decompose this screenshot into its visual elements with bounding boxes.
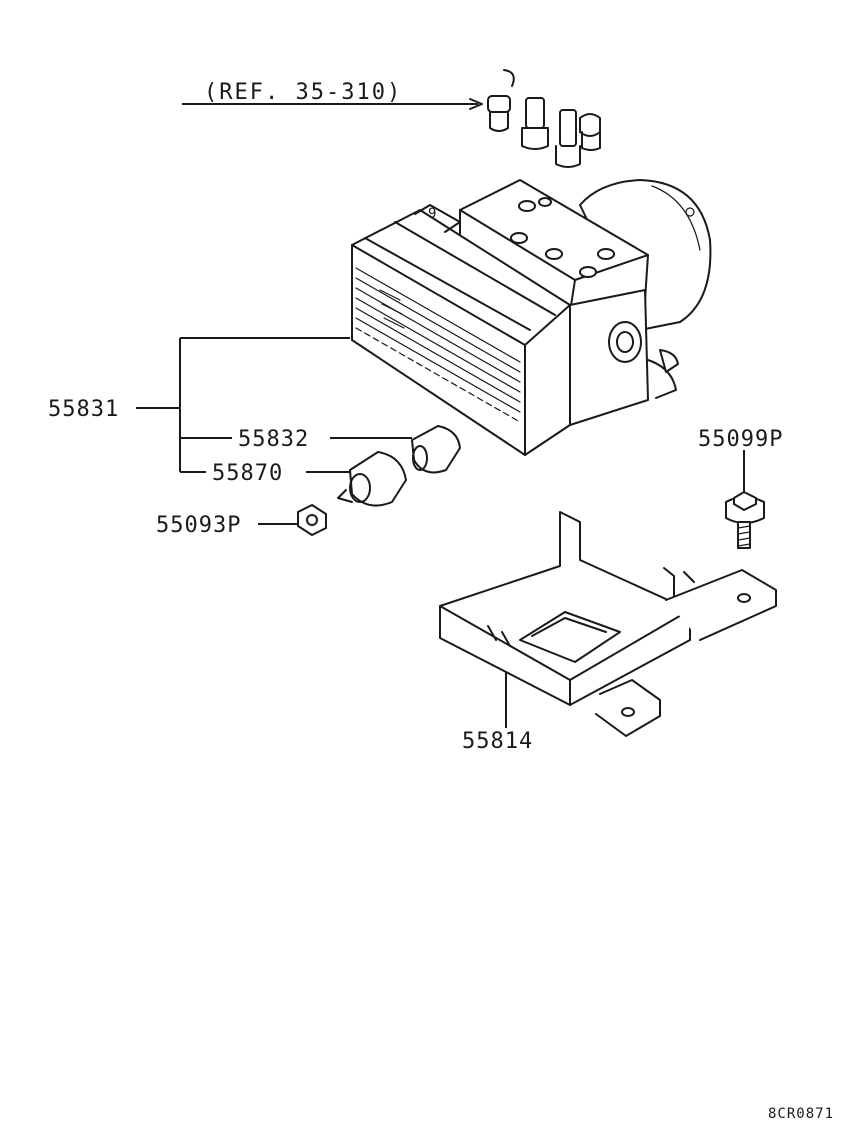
part-label-55832[interactable]: 55832 [238,427,309,452]
brake-line-fittings [487,69,601,168]
reference-callout[interactable]: (REF. 35-310) [182,80,483,110]
reference-arrow-icon [469,98,483,110]
part-label-55870[interactable]: 55870 [212,461,283,486]
ecu-connector-part[interactable] [411,425,461,474]
svg-text:9: 9 [428,206,437,222]
part-labels: 55831 55832 55870 55093P 55099P 55814 [48,397,783,754]
diagram-code: 8CR0871 [768,1106,834,1122]
part-label-55099p[interactable]: 55099P [698,427,783,452]
abs-hydraulic-unit[interactable]: 9 [351,179,712,456]
reference-text: (REF. 35-310) [204,80,402,105]
leader-lines [136,337,745,728]
part-label-55814[interactable]: 55814 [462,729,533,754]
part-label-55831[interactable]: 55831 [48,397,119,422]
part-label-55093p[interactable]: 55093P [156,513,241,538]
nut-part[interactable] [297,504,327,536]
mounting-bracket-part[interactable] [439,511,777,737]
bolt-part[interactable] [725,491,765,549]
bracket-bushing-part[interactable] [337,451,407,507]
